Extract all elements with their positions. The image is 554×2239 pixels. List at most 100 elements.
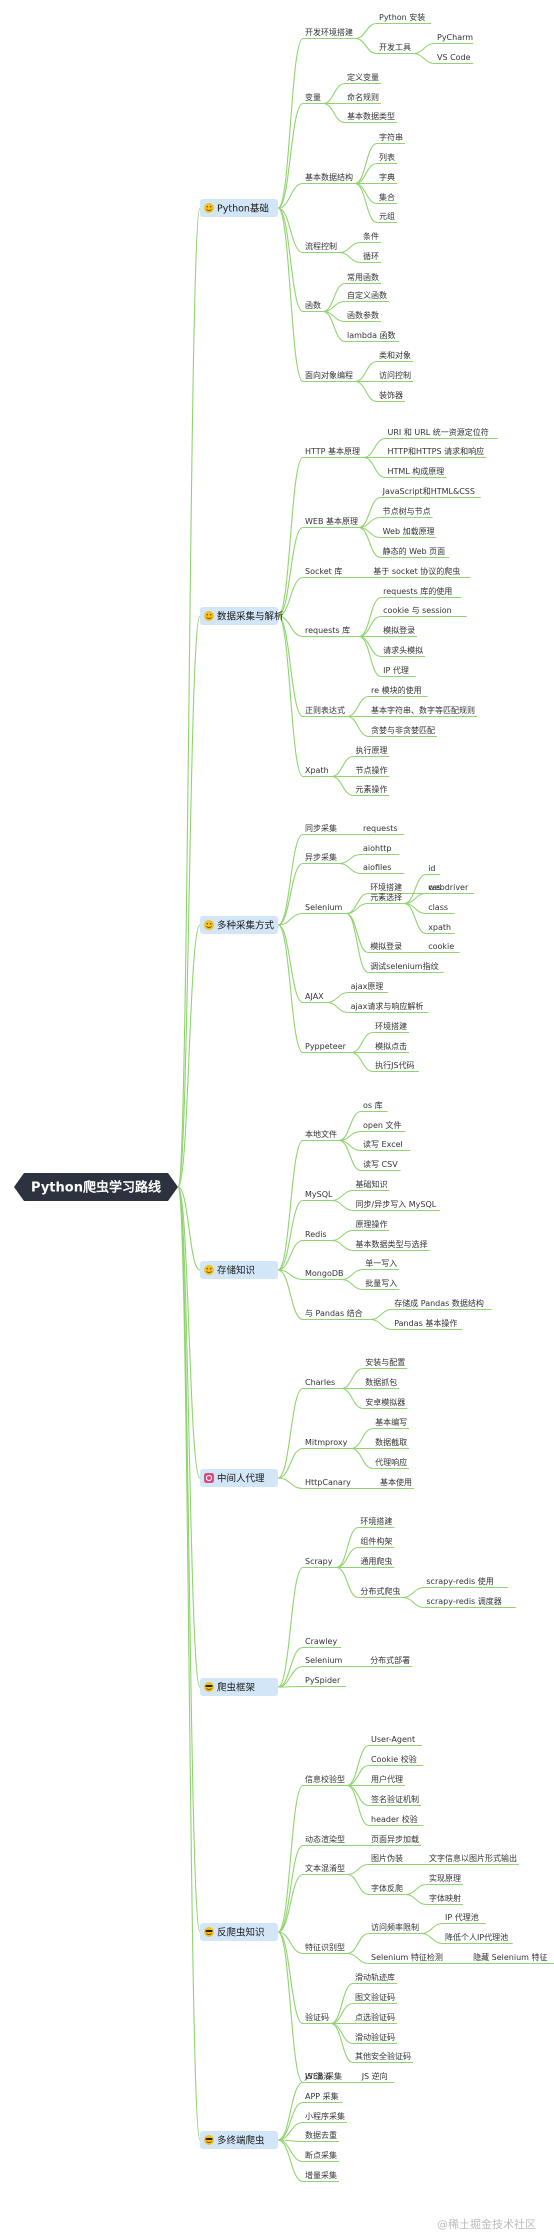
topic-node-3[interactable]: 实现原理 (427, 1873, 463, 1886)
topic-node-1[interactable]: 与 Pandas 结合 (303, 1308, 371, 1321)
topic-node-2[interactable]: 环境搭建 (358, 1516, 395, 1529)
topic-node-1[interactable]: 增量采集 (303, 2170, 339, 2183)
topic-node-1[interactable]: MySQL (303, 1190, 333, 1202)
topic-node-3[interactable]: cookie (426, 942, 460, 954)
topic-node-2[interactable]: os 库 (361, 1100, 388, 1113)
topic-node-2[interactable]: 基本编写 (373, 1417, 410, 1430)
topic-node-2[interactable]: 字体反爬 (369, 1883, 405, 1896)
topic-node-2[interactable]: HTML 构成原理 (385, 466, 447, 479)
topic-node-2[interactable]: IP 代理 (381, 665, 416, 678)
topic-node-2[interactable]: User-Agent (369, 1735, 422, 1747)
topic-node-2[interactable]: 环境搭建 (368, 882, 405, 895)
topic-node-3[interactable]: 降低个人IP代理池 (443, 1932, 513, 1945)
topic-node-2[interactable]: 常用函数 (345, 272, 381, 285)
topic-node-2[interactable]: 字典 (377, 172, 397, 185)
topic-node-2[interactable]: open 文件 (361, 1120, 406, 1133)
topic-node-2[interactable]: 元素操作 (353, 784, 390, 797)
category-node-5[interactable]: 中间人代理 (200, 1469, 278, 1487)
topic-node-2[interactable]: 字符串 (377, 132, 405, 145)
topic-node-2[interactable]: lambda 函数 (345, 330, 400, 343)
topic-node-2[interactable]: 命名规则 (345, 92, 381, 105)
category-node-6[interactable]: 爬虫框架 (200, 1678, 278, 1696)
topic-node-1[interactable]: 基本数据结构 (303, 172, 355, 185)
topic-node-2[interactable]: 类和对象 (377, 350, 413, 363)
topic-node-2[interactable]: Selenium 特征检测 (369, 1952, 450, 1965)
topic-node-1[interactable]: WEB 基本原理 (303, 516, 359, 529)
topic-node-2[interactable]: 同步/异步写入 MySQL (353, 1200, 440, 1212)
topic-node-1[interactable]: 变量 (303, 92, 323, 105)
topic-node-3[interactable]: 文字信息以图片形式输出 (427, 1853, 519, 1866)
topic-node-2[interactable]: 签名验证机制 (369, 1794, 421, 1807)
topic-node-2[interactable]: 基本数据类型与选择 (353, 1239, 430, 1252)
category-node-8[interactable]: 多终端爬虫 (200, 2131, 278, 2149)
topic-node-2[interactable]: 页面异步加载 (369, 1834, 421, 1847)
topic-node-1[interactable]: Socket 库 (303, 566, 350, 579)
root-node[interactable]: Python爬虫学习路线 (14, 1173, 178, 1201)
topic-node-2[interactable]: Python 安装 (377, 12, 432, 25)
topic-node-2[interactable]: 静态的 Web 页面 (380, 546, 450, 559)
topic-node-2[interactable]: 访问控制 (377, 370, 413, 383)
topic-node-2[interactable]: 模拟登录 (368, 941, 405, 954)
topic-node-1[interactable]: Charles (303, 1378, 342, 1390)
topic-node-2[interactable]: 组件构架 (358, 1536, 395, 1549)
topic-node-2[interactable]: aiohttp (361, 844, 400, 856)
topic-node-1[interactable]: 异步采集 (303, 852, 339, 865)
topic-node-3[interactable]: PyCharm (435, 33, 474, 45)
topic-node-1[interactable]: 正则表达式 (303, 705, 347, 718)
topic-node-2[interactable]: 节点操作 (353, 765, 390, 778)
topic-node-1[interactable]: Redis (303, 1230, 332, 1242)
topic-node-2[interactable]: 用户代理 (369, 1774, 405, 1787)
topic-node-1[interactable]: 验证码 (303, 2012, 331, 2025)
topic-node-2[interactable]: 分布式爬虫 (358, 1586, 403, 1599)
topic-node-2[interactable]: requests 库的使用 (381, 586, 462, 599)
topic-node-2[interactable]: aiofiles (361, 863, 405, 875)
topic-node-1[interactable]: PySpider (303, 1676, 347, 1688)
topic-node-2[interactable]: 节点树与节点 (380, 506, 433, 519)
topic-node-2[interactable]: 图文验证码 (353, 1992, 397, 2005)
topic-node-2[interactable]: 装饰器 (377, 390, 405, 403)
topic-node-2[interactable]: 点选验证码 (353, 2012, 397, 2025)
topic-node-1[interactable]: APP 采集 (303, 2091, 343, 2104)
category-node-7[interactable]: 反爬虫知识 (200, 1923, 278, 1941)
topic-node-1[interactable]: 文本混淆型 (303, 1863, 347, 1876)
topic-node-2[interactable]: 通用爬虫 (358, 1556, 395, 1569)
topic-node-1[interactable]: Selenium (303, 903, 347, 915)
topic-node-2[interactable]: 数据截取 (373, 1437, 410, 1450)
topic-node-1[interactable]: 同步采集 (303, 823, 339, 836)
topic-node-2[interactable]: 批量写入 (363, 1278, 400, 1291)
topic-node-1[interactable]: Xpath (303, 766, 332, 778)
topic-node-3[interactable]: VS Code (435, 53, 474, 65)
topic-node-2[interactable]: 执行JS代码 (373, 1060, 419, 1073)
topic-node-2[interactable]: 执行原理 (353, 745, 390, 758)
topic-node-1[interactable]: 动态渲染型 (303, 1834, 347, 1847)
topic-node-2[interactable]: 原理操作 (353, 1219, 390, 1232)
topic-node-2[interactable]: URI 和 URL 统一资源定位符 (385, 427, 498, 440)
topic-node-2[interactable]: 请求头模拟 (381, 645, 426, 658)
topic-node-2[interactable]: 安卓模拟器 (363, 1397, 408, 1410)
topic-node-2[interactable]: re 模块的使用 (369, 685, 428, 698)
topic-node-2[interactable]: 基本数据类型 (345, 111, 397, 124)
topic-node-2[interactable]: 列表 (377, 152, 397, 165)
topic-node-2[interactable]: 模拟点击 (373, 1041, 410, 1054)
topic-node-1[interactable]: 开发环境搭建 (303, 27, 355, 40)
topic-node-1[interactable]: HTTP 基本原理 (303, 446, 364, 459)
topic-node-1[interactable]: Crawley (303, 1637, 342, 1649)
topic-node-1[interactable]: HttpCanary (303, 1478, 356, 1490)
topic-node-2[interactable]: 代理响应 (373, 1457, 410, 1470)
topic-node-2[interactable]: Cookie 校验 (369, 1754, 424, 1767)
topic-node-3[interactable]: IP 代理池 (443, 1912, 486, 1925)
topic-node-3[interactable]: 隐藏 Selenium 特征 (471, 1952, 554, 1965)
topic-node-1[interactable]: 小程序采集 (303, 2111, 347, 2124)
category-node-4[interactable]: 存储知识 (200, 1261, 278, 1279)
topic-node-2[interactable]: 基于 socket 协议的爬虫 (371, 566, 471, 579)
topic-node-2[interactable]: 条件 (361, 231, 381, 244)
topic-node-1[interactable]: Mitmproxy (303, 1438, 352, 1450)
topic-node-2[interactable]: cookie 与 session (381, 606, 467, 618)
category-node-2[interactable]: 数据采集与解析 (200, 607, 284, 625)
topic-node-2[interactable]: 基本字符串、数字等匹配规则 (369, 705, 477, 718)
topic-node-2[interactable]: ajax原理 (348, 982, 389, 994)
topic-node-2[interactable]: 滑动轨迹库 (353, 1972, 397, 1985)
topic-node-2[interactable]: 调试selenium指纹 (368, 961, 444, 974)
topic-node-3[interactable]: id (426, 864, 440, 876)
topic-node-1[interactable]: 本地文件 (303, 1129, 339, 1142)
